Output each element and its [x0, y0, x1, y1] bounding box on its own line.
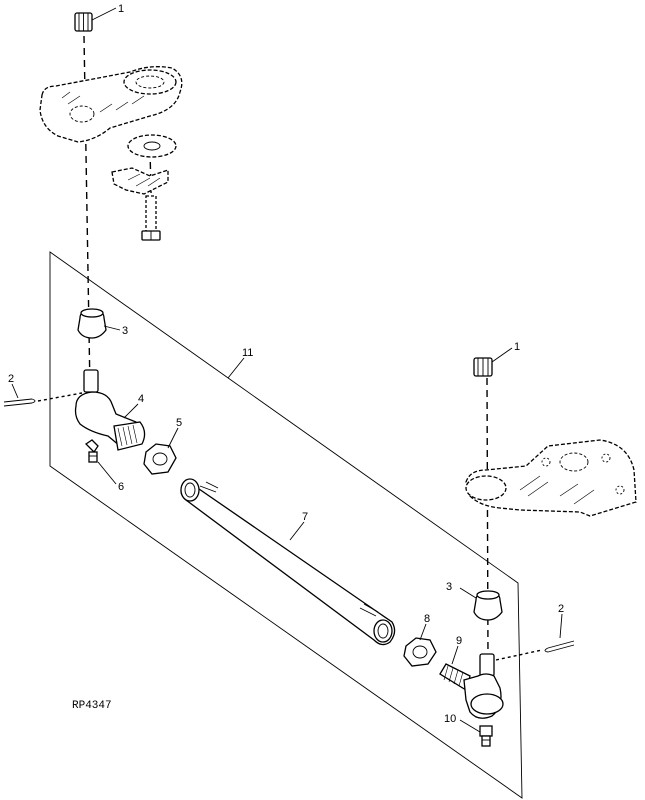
tie-rod-end-right	[439, 653, 504, 719]
callout-1-top: 1	[118, 3, 124, 15]
cotter-pin-right	[495, 640, 575, 661]
leader-6	[97, 461, 117, 485]
castle-nut-right	[473, 357, 493, 377]
steering-arm-upper	[39, 66, 183, 143]
dust-boot-right	[473, 590, 503, 621]
callout-6: 6	[118, 481, 124, 493]
leader-7	[289, 521, 305, 541]
callout-3-right: 3	[446, 581, 452, 593]
castle-nut-top	[74, 12, 93, 32]
bolt	[141, 195, 161, 241]
callout-4: 4	[138, 393, 144, 405]
washer	[127, 134, 177, 158]
bracket	[111, 167, 169, 195]
dust-boot-left	[77, 308, 107, 339]
leader-1-right	[491, 347, 513, 363]
grease-fitting-left	[84, 439, 99, 463]
leader-3-right	[459, 587, 477, 599]
callout-10: 10	[444, 713, 456, 725]
tie-rod-tube	[180, 478, 396, 646]
leader-11	[227, 357, 245, 379]
leader-2-right	[559, 613, 563, 639]
cotter-pin-left	[3, 392, 83, 407]
leader-9	[451, 645, 459, 665]
tie-rod-end-left	[74, 369, 146, 451]
callout-3-left: 3	[122, 325, 128, 337]
leader-4	[123, 403, 139, 419]
steering-arm-right	[465, 439, 637, 517]
leader-10	[459, 719, 481, 733]
callout-9: 9	[456, 635, 462, 647]
leader-8	[419, 623, 427, 641]
callout-2-right: 2	[558, 603, 564, 615]
callout-8: 8	[424, 613, 430, 625]
grease-fitting-right	[479, 725, 493, 747]
callout-1-right: 1	[514, 341, 520, 353]
tie-rod-assembly-panel	[49, 251, 523, 799]
leader-2-left	[11, 383, 19, 399]
hex-nut-left	[143, 443, 177, 475]
callout-11: 11	[242, 347, 253, 359]
leader-3-left	[103, 325, 121, 331]
callout-5: 5	[176, 417, 182, 429]
leader-1-top	[91, 7, 117, 21]
leader-5	[167, 427, 179, 449]
hex-nut-right	[403, 637, 437, 667]
callout-2-left: 2	[8, 373, 14, 385]
callout-7: 7	[302, 511, 308, 523]
reference-code: RP4347	[72, 700, 112, 712]
